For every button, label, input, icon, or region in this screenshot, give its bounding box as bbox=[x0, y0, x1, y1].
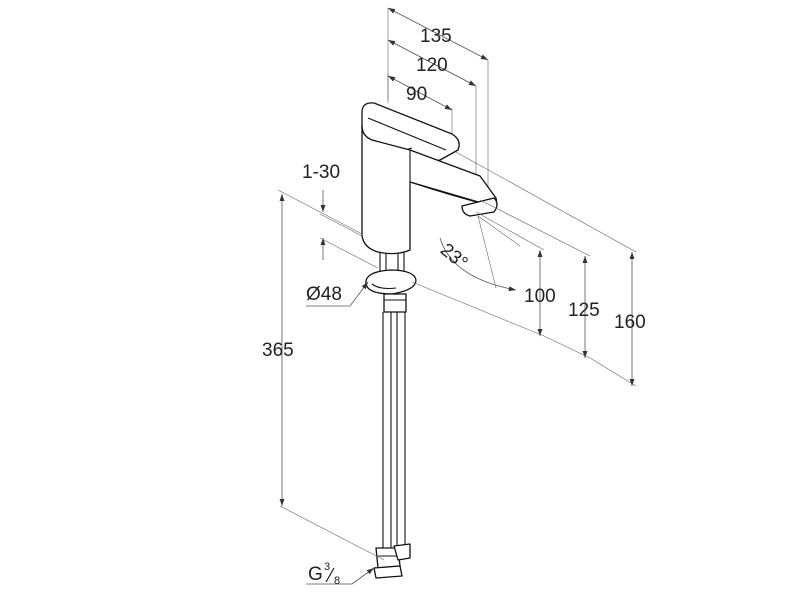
dim-1-30: 1-30 bbox=[302, 162, 379, 269]
faucet-base bbox=[365, 252, 417, 313]
dim-angle-23: 23° bbox=[436, 215, 521, 292]
dim-48-label: Ø48 bbox=[306, 284, 342, 305]
dim-100: 100 bbox=[411, 211, 556, 337]
dim-365: 365 bbox=[262, 189, 385, 561]
dim-125-label: 125 bbox=[568, 300, 600, 321]
dim-125: 125 bbox=[479, 199, 600, 359]
dim-1-30-label: 1-30 bbox=[302, 162, 340, 183]
angle-23-label: 23° bbox=[436, 239, 472, 274]
dim-90-label: 90 bbox=[406, 84, 427, 105]
dim-100-label: 100 bbox=[524, 286, 556, 307]
dim-diameter-48: Ø48 bbox=[306, 281, 369, 307]
thread-numerator: 3 bbox=[324, 561, 330, 573]
dim-90: 90 bbox=[387, 74, 453, 135]
dim-160: 160 bbox=[455, 151, 646, 387]
thread-g-label: G bbox=[308, 564, 323, 585]
thread-denominator: 8 bbox=[334, 575, 340, 587]
dim-160-label: 160 bbox=[614, 312, 646, 333]
dim-120-label: 120 bbox=[416, 55, 448, 76]
faucet-body bbox=[319, 102, 498, 255]
dim-365-label: 365 bbox=[262, 340, 294, 361]
supply-hoses bbox=[373, 312, 411, 579]
thread-g-3-8: G 3 8 bbox=[306, 561, 375, 587]
dim-135-label: 135 bbox=[420, 26, 452, 47]
